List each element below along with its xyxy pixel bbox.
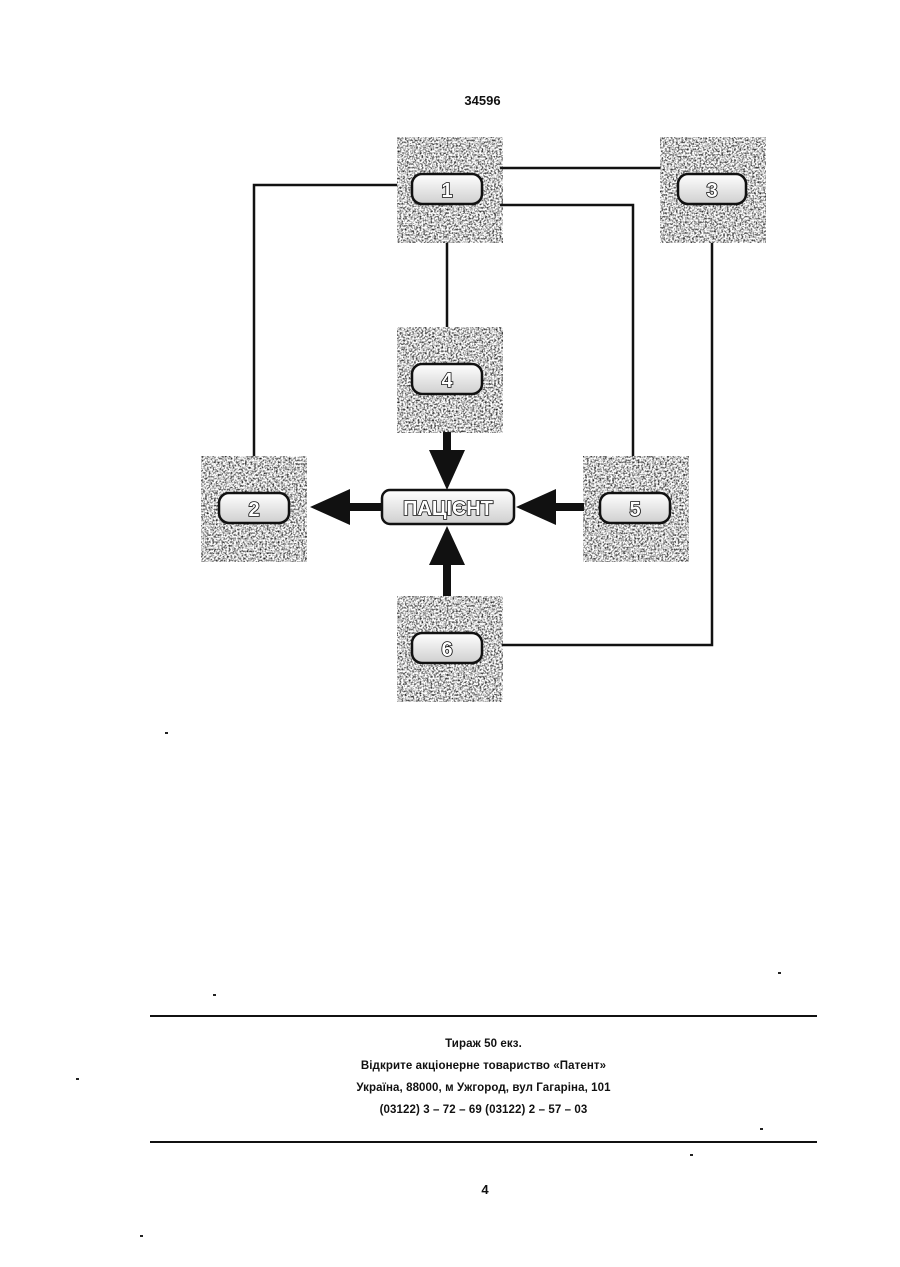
- block-4: 4: [397, 327, 503, 433]
- footer-rule-bottom: [150, 1141, 817, 1143]
- footer-phones: (03122) 3 – 72 – 69 (03122) 2 – 57 – 03: [150, 1104, 817, 1116]
- block-5-label: 5: [629, 499, 640, 521]
- footer-publisher: Відкрите акціонерне товариство «Патент»: [150, 1060, 817, 1072]
- scan-speck: [165, 732, 168, 734]
- arrow-5-to-patient: [516, 489, 584, 525]
- connector-3-6: [502, 243, 712, 645]
- block-2: 2: [201, 456, 307, 562]
- patient-node: ПАЦІЄНТ: [382, 490, 514, 524]
- page-number: 4: [0, 1182, 900, 1197]
- connector-1-2: [254, 185, 397, 456]
- block-1-label: 1: [441, 180, 452, 202]
- block-3: 3: [660, 137, 766, 243]
- block-3-label: 3: [706, 180, 717, 202]
- arrow-4-to-patient: [429, 432, 465, 490]
- block-1: 1: [397, 137, 503, 243]
- connector-1-5: [500, 205, 633, 456]
- footer-circulation: Тираж 50 екз.: [150, 1038, 817, 1050]
- arrow-patient-to-2: [310, 489, 381, 525]
- scan-speck: [778, 972, 781, 974]
- block-4-label: 4: [441, 370, 453, 392]
- scan-speck: [213, 994, 216, 996]
- scan-speck: [140, 1235, 143, 1237]
- scan-speck: [760, 1128, 763, 1130]
- arrow-6-to-patient: [429, 526, 465, 596]
- block-diagram: 1 2 3 4 5 6 ПАЦІЄНТ: [0, 0, 900, 760]
- block-6: 6: [397, 596, 503, 702]
- footer-rule-top: [150, 1015, 817, 1017]
- scan-speck: [76, 1078, 79, 1080]
- scan-speck: [690, 1154, 693, 1156]
- block-6-label: 6: [441, 639, 452, 661]
- block-2-label: 2: [248, 499, 259, 521]
- block-5: 5: [583, 456, 689, 562]
- footer-address: Україна, 88000, м Ужгород, вул Гагаріна,…: [150, 1082, 817, 1094]
- patient-label: ПАЦІЄНТ: [403, 498, 493, 520]
